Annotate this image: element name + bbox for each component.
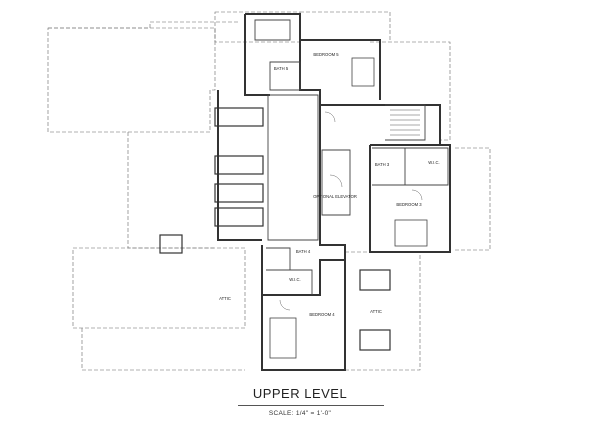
label-optional-elevator: OPTIONAL ELEVATOR — [313, 194, 357, 199]
wic4-box — [266, 269, 313, 295]
wall-west-top — [244, 14, 270, 96]
hall-box — [267, 94, 319, 241]
roof-right-upper — [370, 41, 451, 141]
bath3-box — [372, 147, 406, 186]
label-bedroom-5: BEDROOM 5 — [313, 52, 339, 57]
roof-left-bottom — [81, 328, 245, 371]
label-bath-3: BATH 3 — [375, 162, 390, 167]
roof-left-mid — [127, 132, 215, 249]
bed-5 — [351, 57, 375, 87]
closet-top — [254, 19, 291, 41]
stairs — [390, 109, 420, 136]
roof-right-side — [455, 147, 491, 251]
wall-core — [319, 105, 346, 252]
label-attic-right: ATTIC — [370, 309, 382, 314]
wic3-box — [405, 147, 449, 186]
title-underline — [238, 405, 384, 406]
label-bedroom-4: BEDROOM 4 — [309, 312, 335, 317]
roof-top-b — [300, 11, 391, 40]
wall-bath4 — [262, 259, 345, 296]
label-attic-left: ATTIC — [219, 296, 231, 301]
label-bath-5: BATH 5 — [274, 66, 289, 71]
label-bath-4: BATH 4 — [296, 249, 311, 254]
furniture — [269, 57, 428, 359]
interior-walls — [254, 19, 449, 295]
wall-west-mid — [217, 90, 262, 241]
bath5-box — [269, 61, 301, 91]
roof-ridge-top — [48, 21, 240, 29]
roof-outlines — [47, 11, 491, 371]
stair-box — [385, 104, 426, 141]
door-swings — [279, 111, 423, 311]
attic-cubbies — [159, 107, 391, 351]
label-bedroom-3: BEDROOM 3 — [396, 202, 422, 207]
wall-north — [245, 13, 381, 100]
roof-left-upper — [47, 27, 216, 133]
drawing-scale: SCALE: 1/4" = 1'-0" — [268, 410, 332, 417]
wall-bed3 — [369, 144, 451, 253]
wall-bed4 — [261, 245, 346, 371]
label-wic-4: W.I.C. — [289, 277, 300, 282]
drawing-title: UPPER LEVEL — [252, 386, 348, 401]
bed-4 — [269, 317, 297, 359]
label-wic-3: W.I.C. — [428, 160, 439, 165]
roof-top-a — [214, 11, 301, 43]
bed-3 — [394, 219, 428, 247]
roof-left-lower — [72, 247, 246, 329]
shower-box — [266, 247, 291, 270]
elevator-box — [321, 149, 351, 216]
